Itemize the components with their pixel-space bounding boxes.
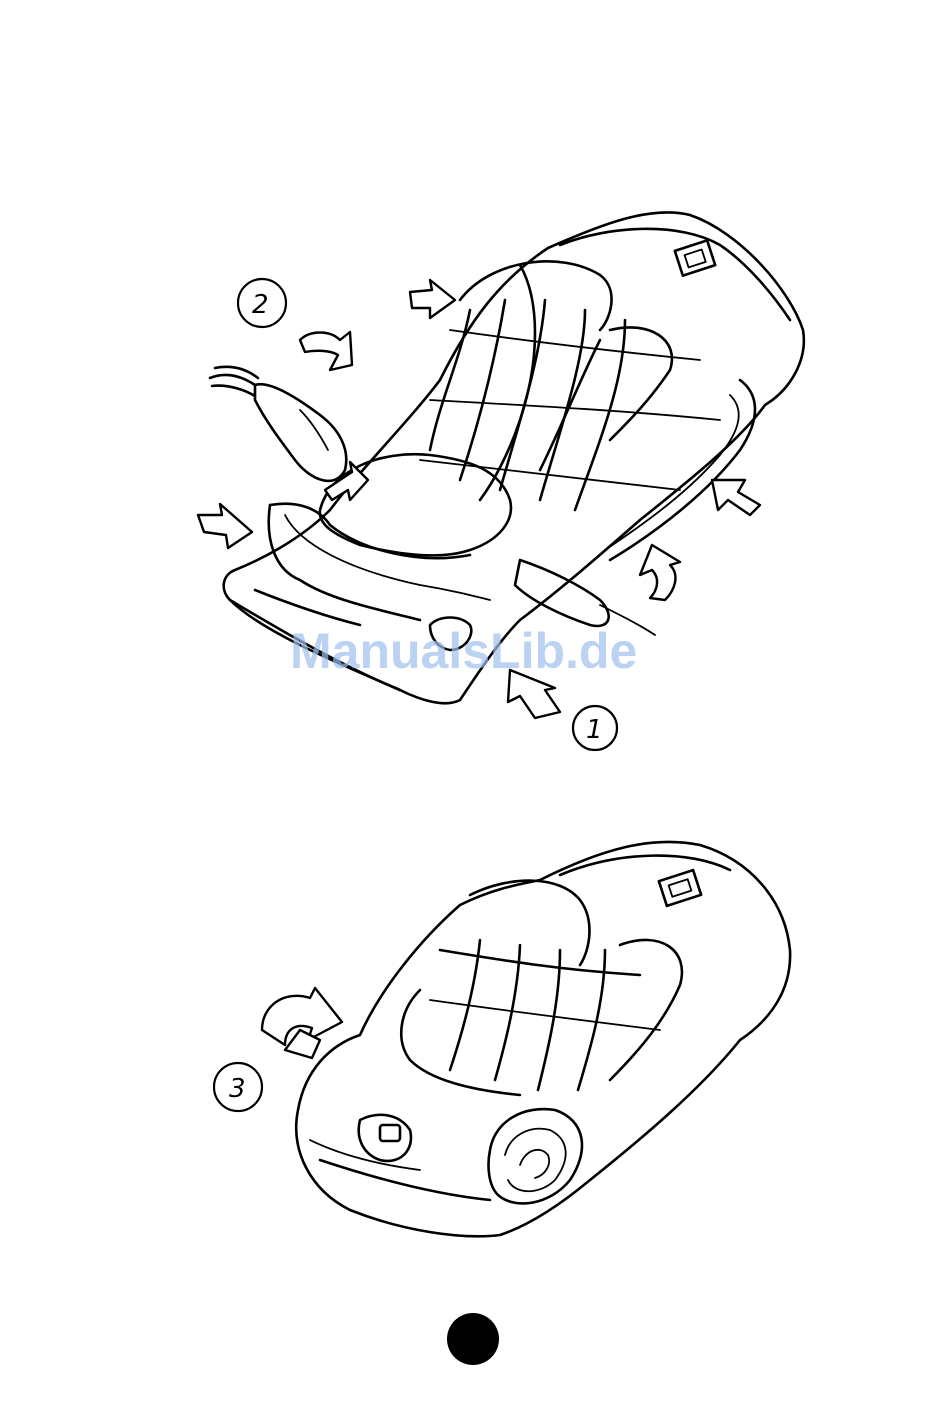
watermark-text: ManualsLib.de	[290, 622, 637, 680]
step-3-label: 3	[229, 1074, 246, 1104]
page-marker-dot	[447, 1313, 499, 1365]
step-2-label: 2	[252, 290, 269, 320]
step-1-label: 1	[586, 715, 603, 745]
